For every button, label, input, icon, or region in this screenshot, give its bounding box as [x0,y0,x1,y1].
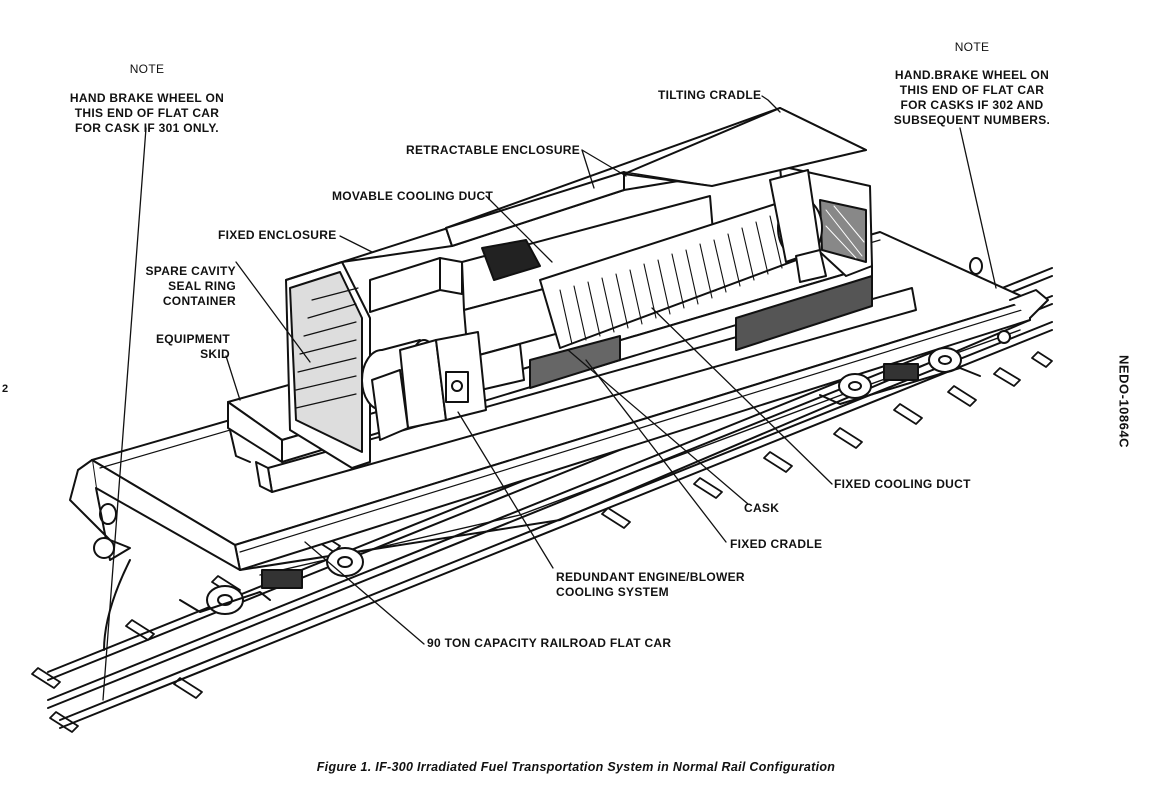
page-mark: 2 [2,383,9,395]
tilting-cradle [769,169,827,283]
right-note: NOTE HAND.BRAKE WHEEL ON THIS END OF FLA… [872,40,1072,128]
right-note-line: HAND.BRAKE WHEEL ON [894,68,1050,82]
label-spare-cavity-line: SEAL RING [168,279,236,293]
left-note-line: FOR CASK IF 301 ONLY. [75,121,219,135]
label-redundant-engine-line: COOLING SYSTEM [556,585,669,599]
label-equipment-skid-line: SKID [200,347,230,361]
label-tilting-cradle: TILTING CRADLE [658,88,762,102]
hand-brake-wheel-icon [99,257,983,525]
retractable-enclosure [445,107,867,247]
label-redundant-engine: REDUNDANT ENGINE/BLOWER COOLING SYSTEM [556,570,745,600]
right-note-line: SUBSEQUENT NUMBERS. [893,113,1051,127]
label-equipment-skid-line: EQUIPMENT [155,332,230,346]
right-note-line: FOR CASKS IF 302 AND [900,98,1044,112]
label-fixed-cooling-duct: FIXED COOLING DUCT [834,477,971,491]
engine-blower-unit [371,331,487,441]
label-movable-cooling-duct: MOVABLE COOLING DUCT [332,189,494,203]
left-note-line: THIS END OF FLAT CAR [74,106,220,120]
label-spare-cavity-line: SPARE CAVITY [145,264,236,278]
label-fixed-cradle: FIXED CRADLE [730,537,823,551]
label-spare-cavity-line: CONTAINER [162,294,236,308]
label-cask: CASK [744,501,780,515]
label-equipment-skid: EQUIPMENT SKID [140,332,230,362]
label-spare-cavity: SPARE CAVITY SEAL RING CONTAINER [130,264,236,309]
label-flat-car: 90 TON CAPACITY RAILROAD FLAT CAR [427,636,672,650]
label-redundant-engine-line: REDUNDANT ENGINE/BLOWER [556,570,745,584]
figure-caption: Figure 1. IF-300 Irradiated Fuel Transpo… [316,760,836,774]
fixed-cradle [529,275,873,389]
label-retractable-enclosure: RETRACTABLE ENCLOSURE [406,143,581,157]
right-note-heading: NOTE [954,40,990,54]
label-fixed-enclosure: FIXED ENCLOSURE [218,228,337,242]
left-note-heading: NOTE [129,62,165,76]
left-note-line: HAND BRAKE WHEEL ON [69,91,225,105]
right-note-line: THIS END OF FLAT CAR [899,83,1045,97]
document-code: NEDO-10864C [1116,355,1132,448]
left-note: NOTE HAND BRAKE WHEEL ON THIS END OF FLA… [52,62,242,136]
leader-lines [102,95,997,701]
